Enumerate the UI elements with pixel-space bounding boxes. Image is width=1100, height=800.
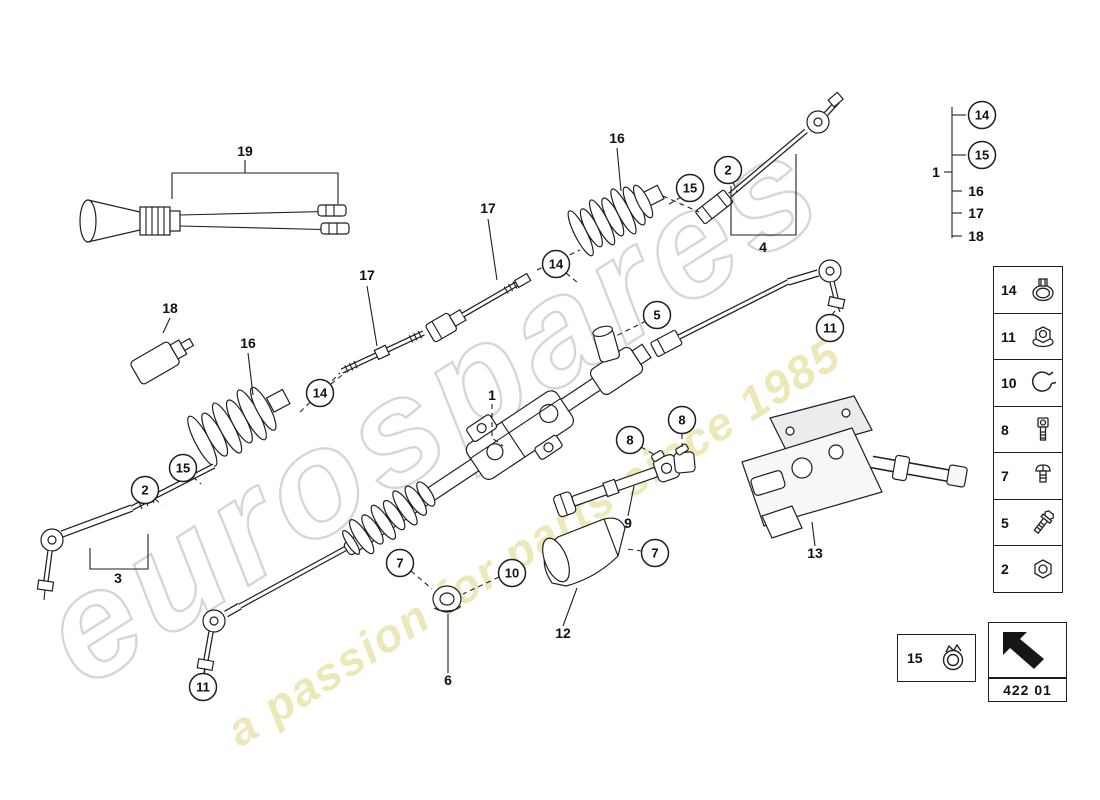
label-16-left: 16 — [240, 335, 256, 351]
flange-nut-icon — [1028, 322, 1058, 352]
mount-bushing — [432, 585, 462, 613]
boot-fitting-tool — [79, 199, 347, 243]
callout-8-b[interactable]: 8 — [667, 405, 697, 435]
callout-11-b[interactable]: 11 — [188, 672, 218, 702]
svg-text:7: 7 — [396, 556, 403, 571]
svg-text:2: 2 — [724, 163, 731, 178]
svg-text:14: 14 — [975, 108, 990, 123]
ref-label-18: 18 — [968, 228, 984, 244]
ref-label-1: 1 — [932, 164, 940, 180]
label-19: 19 — [237, 143, 253, 159]
legend-part-number: 8 — [1001, 421, 1009, 438]
diagram-code: 422 01 — [1003, 682, 1052, 698]
ref-callout-15[interactable]: 15 — [967, 140, 997, 170]
legend-row-5[interactable]: 5 — [993, 498, 1063, 547]
back-arrow-icon — [1002, 632, 1044, 669]
tie-rod-lower-left — [196, 542, 354, 677]
hex-nut-icon — [1028, 554, 1058, 584]
label-6: 6 — [444, 672, 452, 688]
label-9: 9 — [624, 515, 632, 531]
svg-text:2: 2 — [141, 483, 148, 498]
legend-part-number: 14 — [1001, 282, 1017, 298]
back-arrow-button[interactable] — [988, 622, 1067, 678]
svg-text:15: 15 — [975, 148, 989, 163]
pan-screw-icon — [1028, 461, 1058, 491]
label-17-upper: 17 — [480, 200, 496, 216]
callout-7-a[interactable]: 7 — [385, 548, 415, 578]
dashed-leader-lines — [154, 181, 838, 674]
svg-text:15: 15 — [683, 181, 697, 196]
svg-text:8: 8 — [678, 413, 685, 428]
ref-callout-14[interactable]: 14 — [967, 100, 997, 130]
hardware-legend: 14 11 10 8 — [993, 266, 1063, 593]
legend-row-7[interactable]: 7 — [993, 452, 1063, 500]
intermediate-shaft — [553, 443, 696, 518]
steering-bellows-left — [187, 386, 291, 467]
leader-lines — [89, 147, 816, 673]
hex-bolt-icon — [1028, 508, 1058, 538]
label-17-mid: 17 — [359, 267, 375, 283]
steering-column — [741, 395, 968, 539]
label-13: 13 — [807, 545, 823, 561]
svg-text:7: 7 — [651, 546, 658, 561]
ear-clamp-icon — [937, 641, 969, 675]
svg-text:11: 11 — [823, 321, 837, 336]
label-16-upper: 16 — [609, 130, 625, 146]
svg-text:14: 14 — [313, 386, 328, 401]
callout-15-b[interactable]: 15 — [168, 453, 198, 483]
legend-row-14[interactable]: 14 — [993, 266, 1063, 314]
legend-part-number: 11 — [1001, 328, 1016, 345]
band-clamp-icon — [1028, 275, 1058, 305]
boot-clamp-sleeves — [317, 204, 350, 235]
callout-14-a[interactable]: 14 — [541, 249, 571, 279]
legend-row-2[interactable]: 2 — [993, 545, 1063, 593]
inner-tie-rod — [425, 272, 532, 343]
grease-tube — [130, 337, 195, 385]
callout-15-a[interactable]: 15 — [675, 173, 705, 203]
callout-5[interactable]: 5 — [642, 300, 672, 330]
svg-text:14: 14 — [549, 257, 564, 272]
legend-part-number: 5 — [1001, 514, 1009, 531]
legend-clamp-box[interactable]: 15 — [897, 634, 976, 682]
svg-text:8: 8 — [626, 433, 633, 448]
label-1: 1 — [488, 387, 496, 403]
callout-7-b[interactable]: 7 — [640, 538, 670, 568]
svg-text:10: 10 — [505, 566, 519, 581]
tie-rod-shaft — [340, 330, 425, 374]
callout-8-a[interactable]: 8 — [615, 425, 645, 455]
legend-part-number: 2 — [1001, 561, 1009, 577]
legend-row-8[interactable]: 8 — [993, 405, 1063, 454]
label-12: 12 — [555, 625, 571, 641]
label-3: 3 — [114, 570, 122, 586]
legend-row-11[interactable]: 11 — [993, 312, 1063, 361]
callout-2-a[interactable]: 2 — [713, 155, 743, 185]
tie-rod-outer-upper — [695, 91, 845, 225]
legend-part-number: 7 — [1001, 468, 1009, 484]
callout-14-b[interactable]: 14 — [305, 378, 335, 408]
clamp-ring-icon — [1028, 368, 1058, 398]
callout-10[interactable]: 10 — [497, 558, 527, 588]
legend-part-number: 15 — [907, 650, 923, 666]
legend-part-number: 10 — [1001, 375, 1017, 391]
label-18: 18 — [162, 300, 178, 316]
svg-text:15: 15 — [176, 461, 190, 476]
steering-rack — [342, 325, 652, 556]
ref-label-17: 17 — [968, 205, 984, 221]
ref-label-16: 16 — [968, 183, 984, 199]
reference-group: 1 14 15 16 17 18 — [932, 100, 997, 244]
callout-11-a[interactable]: 11 — [815, 313, 845, 343]
legend-row-10[interactable]: 10 — [993, 359, 1063, 407]
shaft-cover — [542, 517, 626, 587]
tie-rod-outer-right — [650, 259, 846, 357]
callout-2-b[interactable]: 2 — [130, 475, 160, 505]
steering-bellows-upper — [567, 184, 665, 257]
label-4: 4 — [759, 239, 767, 255]
socket-bolt-icon — [1028, 415, 1058, 445]
svg-text:11: 11 — [196, 680, 210, 695]
svg-text:5: 5 — [653, 308, 660, 323]
diagram-code-box: 422 01 — [988, 678, 1067, 702]
